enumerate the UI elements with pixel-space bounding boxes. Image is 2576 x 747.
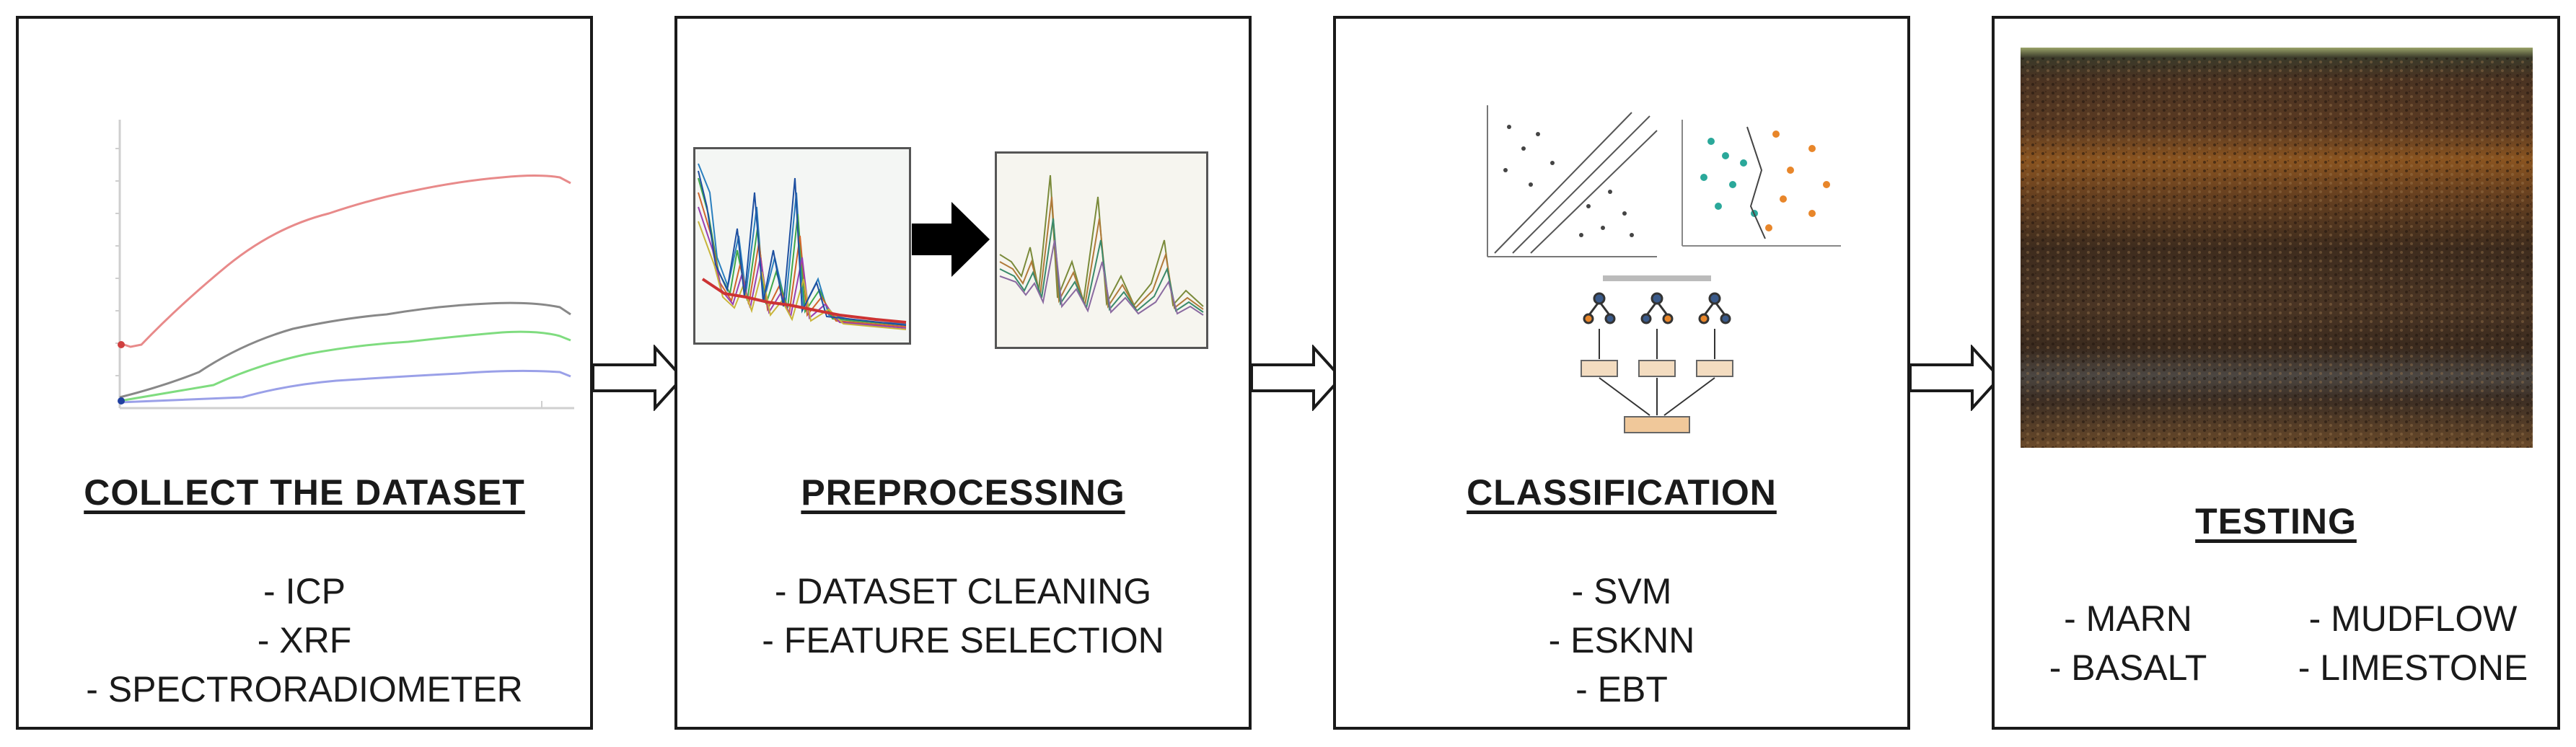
knn-scatter-icon (1682, 120, 1841, 247)
svm-scatter-icon (1487, 105, 1658, 257)
testing-items-right: - MUDFLOW - LIMESTONE (2272, 594, 2554, 692)
list-item: - LIMESTONE (2298, 647, 2528, 688)
process-arrow-icon (912, 202, 990, 277)
panel-preprocessing: PREPROCESSING - DATASET CLEANING - FEATU… (674, 16, 1252, 730)
list-item: - EBT (1575, 669, 1668, 710)
list-item: - SVM (1571, 571, 1672, 611)
flow-arrow-icon (1909, 345, 2002, 411)
spectrum-line-red (119, 174, 571, 348)
list-item: - MUDFLOW (2308, 598, 2518, 639)
list-item: - ICP (263, 571, 346, 611)
flow-arrow-icon (1250, 345, 1343, 411)
spectral-reflectance-plot (115, 120, 574, 410)
cleaned-spectra-thumbnail (995, 151, 1208, 349)
list-item: - FEATURE SELECTION (762, 620, 1164, 660)
panel-title-collect: COLLECT THE DATASET (84, 472, 525, 513)
panel-classification: CLASSIFICATION - SVM - ESKNN - EBT (1333, 16, 1910, 730)
list-item: - MARN (2064, 598, 2192, 639)
ensemble-tree-icon (1581, 275, 1733, 433)
spectrum-line-blue (119, 369, 571, 404)
panel-title-testing: TESTING (2195, 501, 2357, 542)
collect-items-list: - ICP - XRF - SPECTRORADIOMETER (19, 567, 590, 714)
panel-title-classification: CLASSIFICATION (1467, 472, 1777, 513)
flow-arrow-icon (592, 345, 685, 411)
list-item: - DATASET CLEANING (774, 571, 1152, 611)
list-item: - XRF (257, 620, 352, 660)
panel-title-preprocessing: PREPROCESSING (801, 472, 1125, 513)
panel-testing: TESTING - MARN - BASALT - MUDFLOW - LIME… (1992, 16, 2560, 730)
panel-collect-dataset: COLLECT THE DATASET - ICP - XRF - SPECTR… (16, 16, 593, 730)
list-item: - SPECTRORADIOMETER (86, 669, 523, 710)
preprocessing-items-list: - DATASET CLEANING - FEATURE SELECTION (677, 567, 1249, 665)
soil-profile-image (2021, 48, 2533, 448)
spectrum-line-gray (119, 301, 571, 399)
testing-items-left: - MARN - BASALT (2009, 594, 2247, 692)
classification-items-list: - SVM - ESKNN - EBT (1336, 567, 1907, 714)
list-item: - BASALT (2049, 647, 2207, 688)
raw-spectra-thumbnail (693, 147, 911, 345)
list-item: - ESKNN (1548, 620, 1695, 660)
spectrum-line-green (119, 330, 571, 402)
